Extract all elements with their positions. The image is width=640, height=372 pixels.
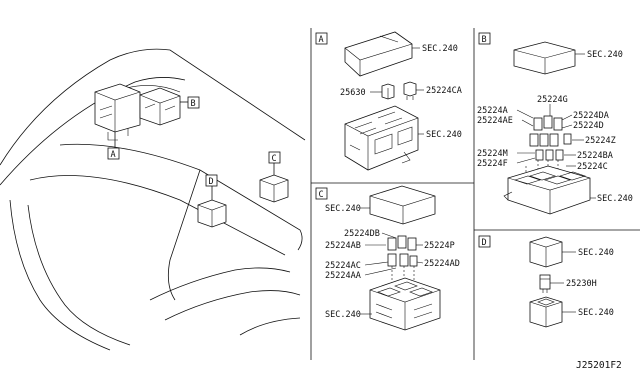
callout-d[interactable]: D	[205, 174, 218, 187]
panel-d-tag: D	[478, 235, 491, 248]
c-sec240-top: SEC.240	[325, 204, 361, 214]
relay-stack-b	[529, 115, 572, 161]
b-label-25224g: 25224G	[537, 95, 568, 105]
b-label-25224m: 25224M	[477, 149, 508, 159]
a-sec240-top: SEC.240	[422, 44, 458, 54]
c-label-25224p: 25224P	[424, 241, 455, 251]
b-label-25224z: 25224Z	[585, 136, 616, 146]
fuse-25224ca	[403, 81, 417, 100]
relay-cover-d	[529, 236, 563, 268]
relay-25630	[381, 83, 395, 100]
panel-a-tag: A	[315, 32, 328, 45]
relay-base-d	[529, 296, 563, 328]
panel-c-tag: C	[315, 187, 328, 200]
b-label-25224ae: 25224AE	[477, 116, 513, 126]
relay-cover-b	[513, 41, 576, 75]
panel-b-tag: B	[478, 32, 491, 45]
ipdm-cover	[344, 31, 413, 77]
c-sec240-bottom: SEC.240	[325, 310, 361, 320]
fuse-block-c-overview	[259, 174, 289, 203]
c-label-25224aa: 25224AA	[325, 271, 361, 281]
b-label-25224a: 25224A	[477, 106, 508, 116]
d-label-25230h: 25230H	[566, 279, 597, 289]
callout-b[interactable]: B	[187, 96, 200, 109]
c-label-25224ac: 25224AC	[325, 261, 361, 271]
b-label-25224ba: 25224BA	[577, 151, 613, 161]
relay-stack-c	[387, 235, 418, 267]
c-label-25224db: 25224DB	[344, 229, 380, 239]
a-label-25224ca: 25224CA	[426, 86, 462, 96]
fuse-block-base-b	[503, 165, 591, 215]
a-label-25630: 25630	[340, 88, 366, 98]
b-label-25224da: 25224DA	[573, 111, 609, 121]
callout-c[interactable]: C	[268, 151, 281, 164]
b-label-25224c: 25224C	[577, 162, 608, 172]
svg-text:C: C	[319, 190, 324, 200]
svg-text:A: A	[111, 150, 116, 160]
diagram-code: J25201F2	[576, 360, 622, 371]
svg-text:C: C	[272, 154, 277, 164]
relay-d-overview	[197, 199, 227, 228]
relay-25230h	[539, 274, 551, 293]
b-sec240-top: SEC.240	[587, 50, 623, 60]
fuse-block-base-c	[369, 277, 441, 331]
d-sec240-bottom: SEC.240	[578, 308, 614, 318]
b-label-25224f: 25224F	[477, 159, 508, 169]
b-sec240-bottom: SEC.240	[597, 194, 633, 204]
b-label-25224d: 25224D	[573, 121, 604, 131]
svg-text:A: A	[319, 35, 324, 45]
c-label-25224ad: 25224AD	[424, 259, 460, 269]
c-label-25224ab: 25224AB	[325, 241, 361, 251]
relay-cover-c	[369, 185, 436, 225]
svg-text:B: B	[482, 35, 487, 45]
ipdm-base	[344, 105, 419, 171]
svg-text:B: B	[191, 99, 196, 109]
svg-text:D: D	[482, 238, 487, 248]
panel-dividers	[310, 28, 640, 360]
callout-a[interactable]: A	[107, 147, 120, 160]
svg-text:D: D	[209, 177, 214, 187]
d-sec240-top: SEC.240	[578, 248, 614, 258]
a-sec240-bottom: SEC.240	[426, 130, 462, 140]
ipdm-assembly	[94, 83, 181, 141]
